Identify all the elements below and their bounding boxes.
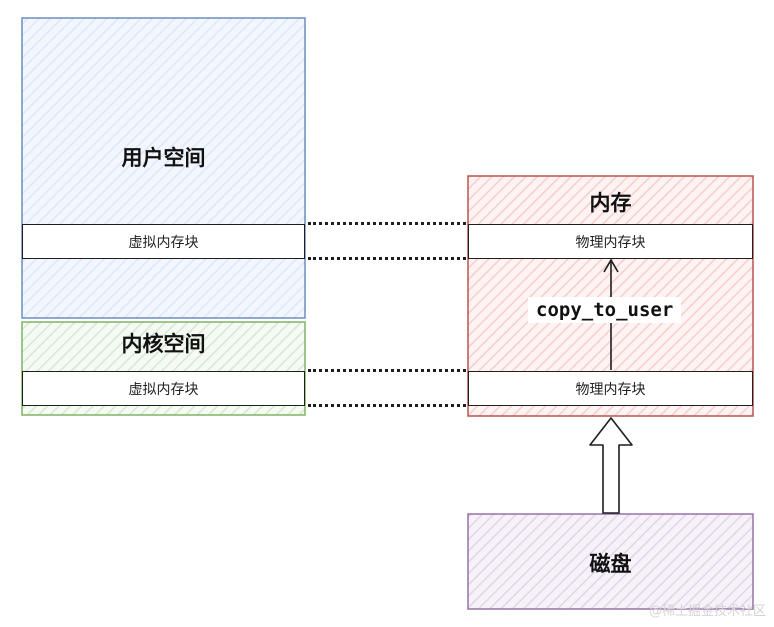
dotted-connector-user-top — [308, 222, 466, 225]
memory-title: 内存 — [589, 191, 632, 215]
copy-to-user-label: copy_to_user — [528, 297, 682, 323]
dotted-connector-kernel-top — [308, 369, 466, 372]
copy-arrow-head — [603, 258, 619, 273]
disk-to-memory-arrow — [589, 417, 633, 514]
memory-physical-block-bottom: 物理内存块 — [468, 371, 753, 406]
dotted-connector-kernel-bottom — [308, 404, 466, 407]
kernel-virtual-memory-block: 虚拟内存块 — [22, 371, 305, 406]
user-space-region — [21, 17, 306, 319]
user-virtual-memory-block: 虚拟内存块 — [22, 224, 305, 259]
disk-title: 磁盘 — [589, 552, 632, 576]
disk-region — [467, 513, 754, 610]
memory-physical-block-top: 物理内存块 — [468, 224, 753, 259]
kernel-space-title: 内核空间 — [121, 332, 206, 356]
user-space-title: 用户空间 — [121, 146, 206, 170]
dotted-connector-user-bottom — [308, 257, 466, 260]
watermark: @稀土掘金技术社区 — [648, 604, 766, 619]
